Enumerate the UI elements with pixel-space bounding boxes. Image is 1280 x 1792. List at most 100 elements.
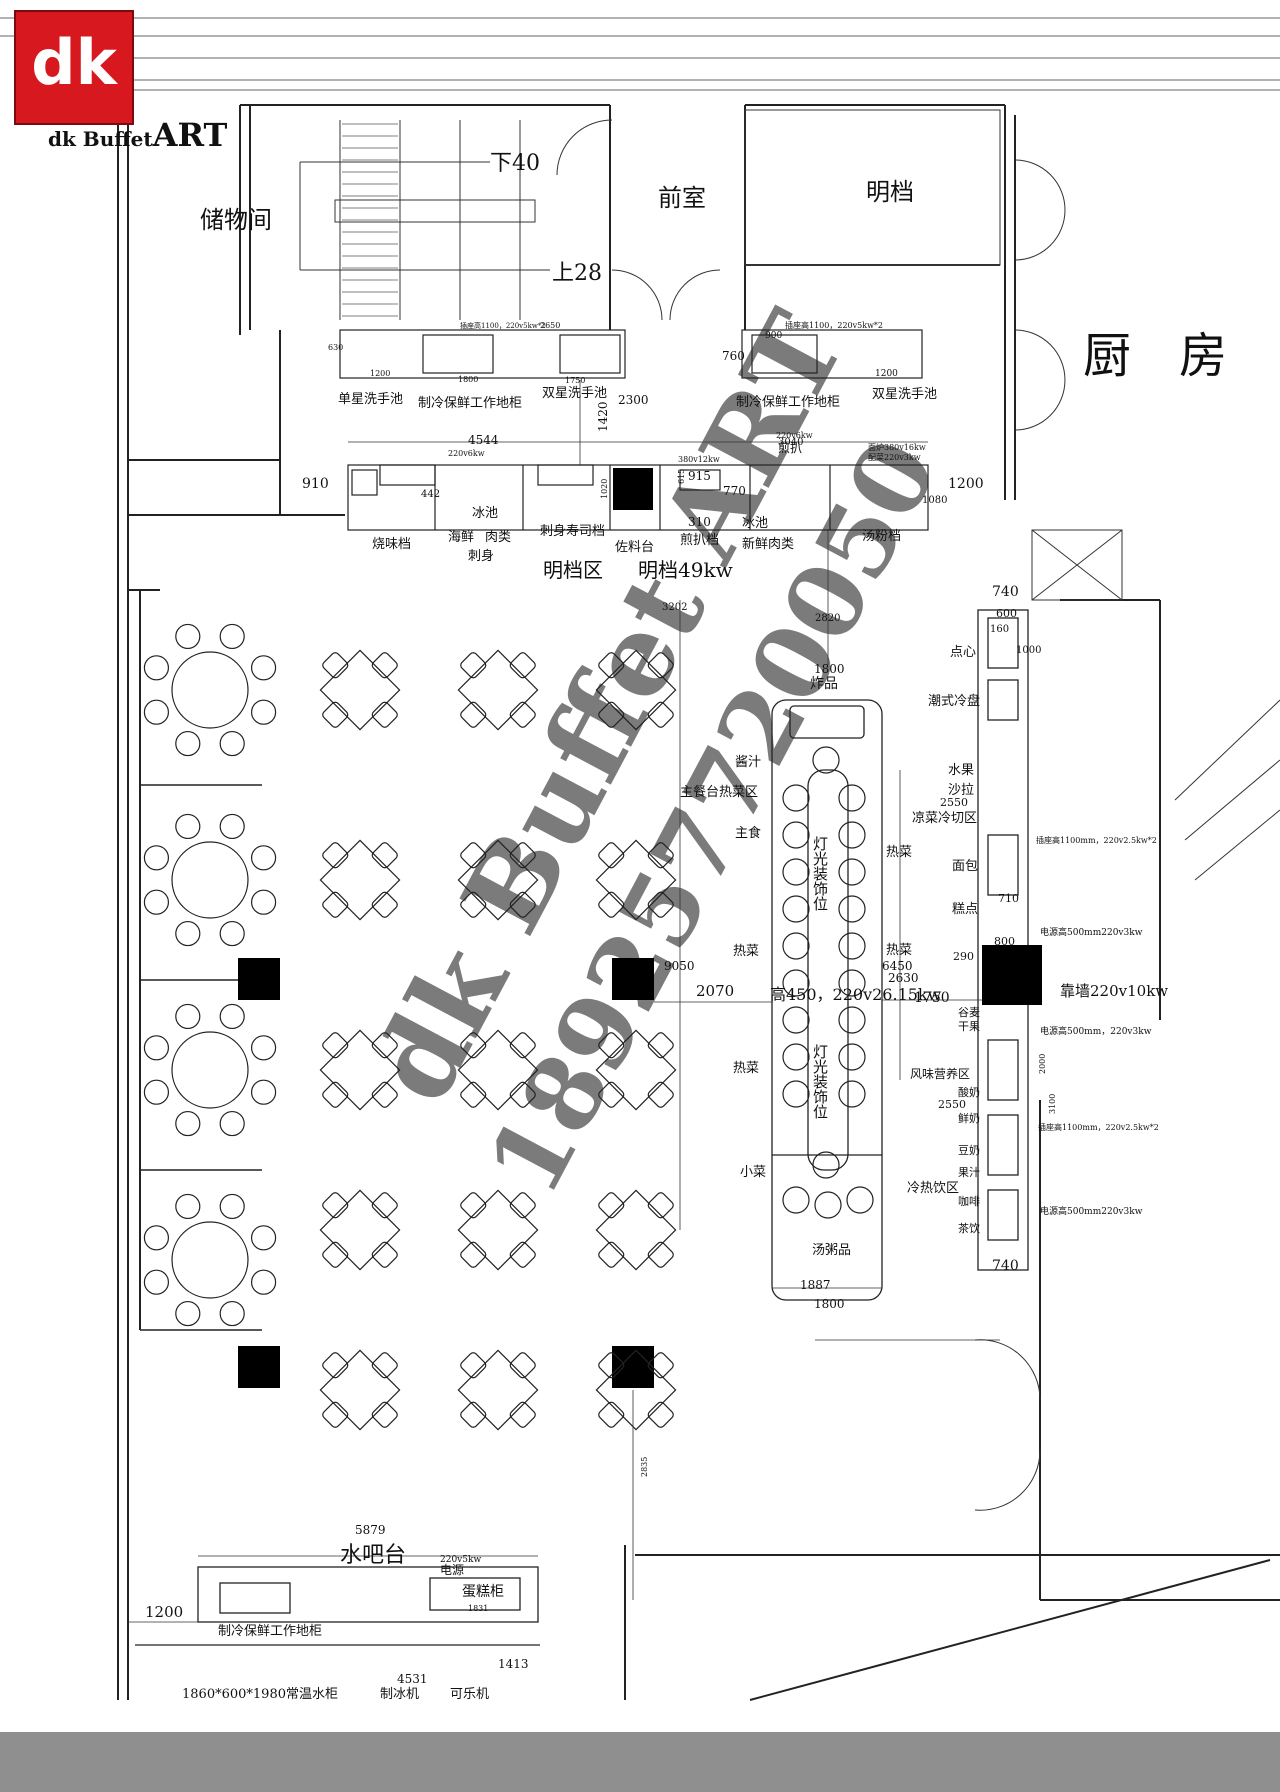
logo-mark: dk: [31, 26, 117, 99]
round-table: [143, 623, 277, 757]
warmer-pot: [838, 932, 866, 960]
side-dim-600: 600: [996, 607, 1017, 620]
dim-2070: 2070: [696, 982, 734, 1000]
chair: [598, 842, 625, 869]
chair: [509, 1401, 536, 1428]
label-fridge-counter: 制冷保鲜工作地柜: [418, 396, 522, 411]
square-table: [457, 1349, 539, 1431]
label-coffee: 咖啡: [958, 1194, 980, 1208]
label-small-dish: 小菜: [740, 1165, 766, 1180]
square-table: [595, 1189, 677, 1271]
soup-pot: [812, 746, 840, 774]
dim-910: 910: [302, 476, 329, 492]
stairwell: [299, 120, 550, 320]
chair: [250, 1035, 277, 1061]
station-sushi: 刺身寿司档: [540, 523, 605, 539]
chair: [322, 891, 349, 918]
label-bread: 面包: [952, 859, 978, 874]
chair: [143, 1225, 170, 1251]
label-socket-d: 插座高1100mm，220v2.5kw*2: [1038, 1122, 1159, 1132]
warmer-pot: [838, 969, 866, 997]
square-table: [319, 649, 401, 731]
side-counter: [977, 609, 1029, 1271]
station-seafood: 海鲜: [448, 530, 474, 545]
chair: [143, 1269, 170, 1295]
bar-dim-left: 1200: [145, 1603, 183, 1621]
bar-water-cab: 常温水柜: [286, 1687, 338, 1702]
station-fresh-meat: 新鲜肉类: [742, 536, 794, 552]
chair: [647, 1401, 674, 1428]
label-sink-double: 双星洗手池: [542, 386, 607, 401]
label-hot-c: 热菜: [886, 943, 912, 958]
chair: [322, 652, 349, 679]
label-hot-a: 热菜: [886, 845, 912, 860]
label-cold-dish: 潮式冷盘: [928, 693, 980, 709]
chair: [460, 1241, 487, 1268]
dim-2650: 2650: [540, 321, 560, 330]
chair: [175, 1300, 201, 1327]
dim-1750: 1750: [914, 990, 950, 1006]
label-yogurt: 酸奶: [958, 1085, 980, 1099]
bar-dim-4531: 4531: [397, 1672, 428, 1686]
warmer-pot: [838, 858, 866, 886]
round-table: [143, 1003, 277, 1137]
label-light-a: 灯光装饰位: [811, 836, 829, 911]
square-table: [595, 839, 677, 921]
brand-logo: dk: [14, 10, 134, 125]
dim-1800-bottom: 1800: [814, 1297, 845, 1311]
station-noodle: 汤粉档: [862, 529, 901, 544]
chair: [219, 813, 245, 840]
chair: [143, 1079, 170, 1105]
bar-power: 220v5kw: [440, 1555, 481, 1565]
chair: [460, 1032, 487, 1059]
label-dish-power: 配菜220v3kw: [868, 452, 921, 462]
chair: [598, 1401, 625, 1428]
elevator: [1031, 529, 1123, 601]
chair: [250, 699, 277, 725]
chair: [219, 1110, 245, 1137]
chair: [460, 652, 487, 679]
soup-pot: [846, 1186, 874, 1214]
chair: [250, 1269, 277, 1295]
chair: [143, 655, 170, 681]
chair: [460, 1401, 487, 1428]
wall-power-block: [982, 945, 1042, 1005]
chair: [598, 1032, 625, 1059]
chair: [647, 701, 674, 728]
label-power-1: 220v6kw: [448, 449, 485, 458]
bar-fridge: 制冷保鲜工作地柜: [218, 1624, 322, 1639]
chair: [460, 1192, 487, 1219]
chair: [371, 891, 398, 918]
warmer-pot: [838, 1080, 866, 1108]
warmer-pot: [782, 932, 810, 960]
open-zone: 明档区: [543, 558, 603, 582]
square-table: [457, 1029, 539, 1111]
chair: [143, 1035, 170, 1061]
chair: [175, 920, 201, 947]
label-salad: 沙拉: [948, 783, 974, 798]
label-fresh-milk: 鲜奶: [958, 1111, 980, 1125]
label-nutrition-zone: 风味营养区: [910, 1066, 970, 1081]
side-dim-740-bottom: 740: [992, 1258, 1019, 1274]
warmer-pot: [838, 895, 866, 923]
chair: [598, 701, 625, 728]
label-fruit: 水果: [948, 763, 974, 778]
label-staple: 主食: [735, 825, 761, 841]
chair: [647, 1192, 674, 1219]
chair: [219, 1003, 245, 1030]
chair: [219, 1193, 245, 1220]
brand-suffix: ART: [152, 116, 228, 154]
label-grill-sub: 煎扒: [778, 440, 802, 455]
label-hot-d: 热菜: [733, 1061, 759, 1076]
dim-6450: 6450: [882, 959, 913, 973]
chair: [250, 655, 277, 681]
station-grill: 煎扒档: [680, 532, 719, 548]
chair: [598, 891, 625, 918]
station-roast: 烧味档: [372, 537, 411, 552]
soup-pot: [812, 1151, 840, 1179]
stairs-up: 上28: [552, 261, 602, 286]
chair: [371, 652, 398, 679]
chair: [250, 1079, 277, 1105]
chair: [143, 889, 170, 915]
footer-band: [0, 1732, 1280, 1792]
